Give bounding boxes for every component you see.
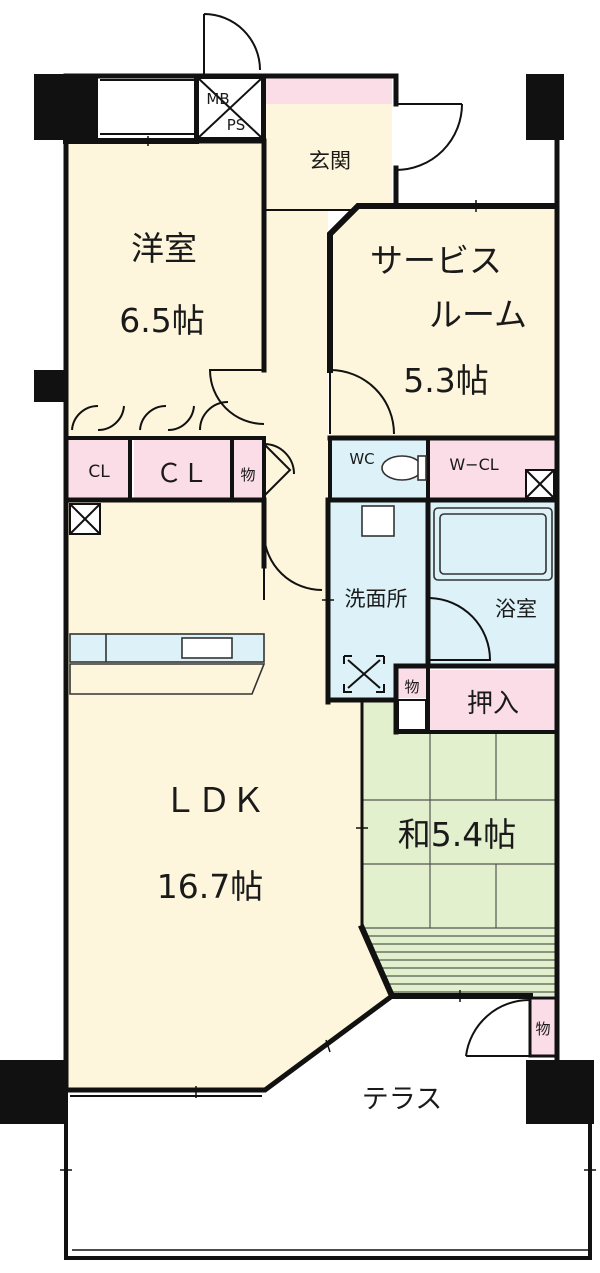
service-room-name-1: サービス: [370, 241, 502, 280]
ldk-size: 16.7帖: [157, 867, 263, 906]
western-room: [68, 141, 264, 437]
service-room-size: 5.3帖: [403, 361, 488, 400]
column-bottom-right: [526, 1060, 594, 1124]
storage-terrace-label: 物: [535, 1020, 550, 1038]
hallway: [264, 210, 328, 550]
kitchen-counter: [69, 633, 265, 663]
storage-hall-label: 物: [240, 466, 255, 484]
wc-label: WC: [349, 450, 374, 468]
kitchen-bar: [69, 663, 266, 695]
entrance: [264, 104, 392, 210]
mbps-label-1: MB: [206, 90, 229, 108]
closet-large-label: ＣＬ: [156, 459, 208, 489]
closet-small: [68, 440, 130, 498]
mbps-label-2: PS: [227, 116, 246, 134]
duct-wash: [397, 699, 427, 731]
terrace-label: テラス: [362, 1084, 442, 1115]
service-room: [330, 206, 556, 437]
oshiire: [430, 670, 556, 730]
kitchen-sink: [181, 637, 233, 659]
storage-hall: [233, 440, 262, 498]
service-room-name-2: ルーム: [429, 295, 527, 334]
column-mid-left: [34, 370, 68, 402]
toilet-tank: [417, 455, 427, 481]
storage-terrace: [530, 998, 556, 1056]
japanese-room-step: [362, 928, 556, 996]
bathroom-label: 浴室: [495, 597, 537, 621]
storage-wash-label: 物: [404, 678, 419, 696]
toilet: [381, 455, 423, 481]
column-top-left: [34, 74, 98, 140]
entrance-mat: [264, 76, 392, 104]
storage-wash: [398, 664, 426, 698]
western-room-size: 6.5帖: [119, 301, 204, 340]
closet-large: [134, 440, 230, 498]
closet-small-label: CL: [88, 462, 110, 482]
wcl-label: W−CL: [449, 455, 498, 474]
japanese-room-label: 和5.4帖: [398, 815, 516, 854]
oshiire-label: 押入: [467, 689, 519, 719]
wash-basin: [361, 505, 395, 537]
column-top-right: [526, 74, 564, 140]
japanese-room: [362, 702, 556, 928]
ldk-name: ＬＤＫ: [163, 781, 265, 821]
washroom-label: 洗面所: [345, 587, 408, 611]
entrance-label: 玄関: [309, 149, 351, 173]
column-bottom-left: [0, 1060, 68, 1124]
western-room-name: 洋室: [131, 229, 197, 268]
